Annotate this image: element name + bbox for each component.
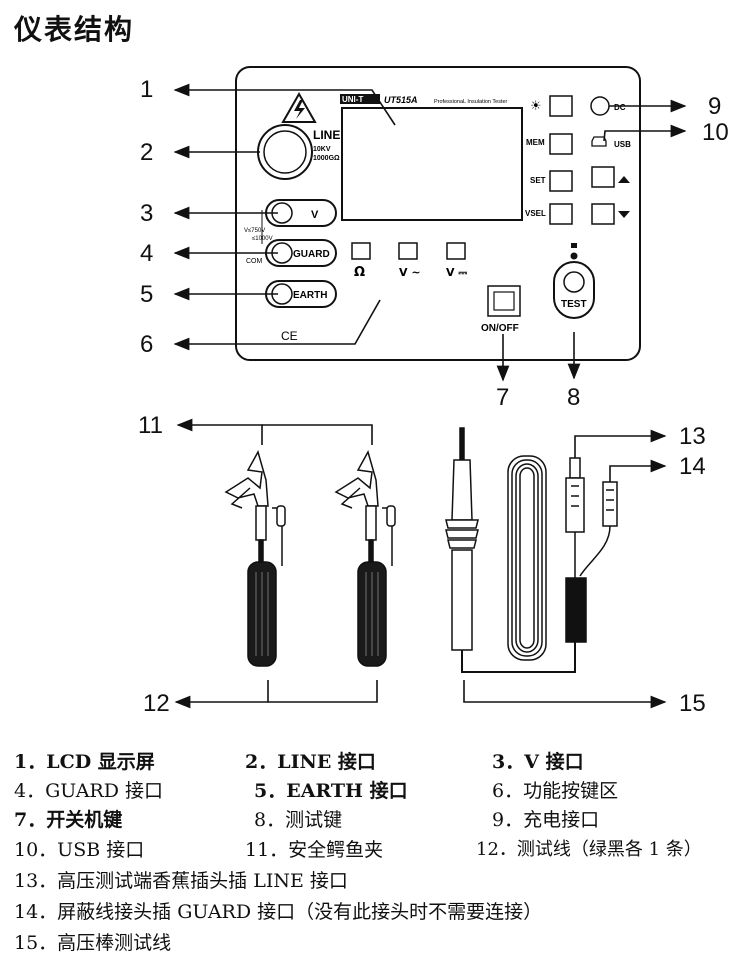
set-button [549, 170, 573, 192]
svg-text:ProfessionaL Insulation Tester: ProfessionaL Insulation Tester [434, 99, 508, 105]
legend-item-14: 14．屏蔽线接头插 GUARD 接口（没有此接头时不需要连接） [14, 901, 543, 923]
svg-text:V≤750V: V≤750V [244, 228, 265, 234]
svg-text:V: V [311, 209, 319, 221]
callout-10: 10 [702, 119, 729, 146]
dc-port [590, 96, 610, 116]
legend-item-5: 5．EARTH 接口 [254, 780, 408, 802]
alligator-clip-right [334, 450, 396, 667]
svg-text:USB: USB [614, 140, 631, 149]
callout-15: 15 [679, 690, 706, 717]
svg-text:TEST: TEST [561, 299, 587, 310]
callout-2: 2 [140, 139, 153, 166]
svg-text:1000GΩ: 1000GΩ [313, 155, 340, 162]
callout-1: 1 [140, 76, 153, 103]
vac-button [398, 242, 418, 260]
legend-item-6: 6．功能按键区 [492, 780, 619, 802]
alligator-clip-left [224, 450, 286, 667]
vsel-button [549, 203, 573, 225]
svg-text:UT515A: UT515A [384, 95, 418, 105]
legend-item-9: 9．充电接口 [492, 809, 600, 831]
callout-5: 5 [140, 281, 153, 308]
svg-text:V ~: V ~ [399, 266, 421, 279]
legend-item-1: 1．LCD 显示屏 [14, 751, 155, 773]
legend-item-4: 4．GUARD 接口 [14, 780, 163, 802]
legend-item-2: 2．LINE 接口 [245, 751, 376, 773]
mem-button [549, 133, 573, 155]
svg-text:V ⎓: V ⎓ [446, 266, 467, 279]
svg-text:VSEL: VSEL [525, 209, 546, 218]
callout-8: 8 [567, 384, 580, 411]
instrument-diagram: LINE 10KV 1000GΩ V V≤750V ≤1000V GUARD C… [138, 66, 729, 717]
callout-13: 13 [679, 423, 706, 450]
down-arrow-icon [618, 211, 630, 218]
test-lead-coil [507, 455, 547, 661]
callout-14: 14 [679, 453, 706, 480]
svg-text:DC: DC [614, 103, 626, 112]
legend-item-13: 13．高压测试端香蕉插头插 LINE 接口 [14, 870, 348, 892]
svg-text:10KV: 10KV [313, 146, 331, 153]
legend-item-12: 12．测试线（绿黑各 1 条） [476, 839, 702, 860]
callout-9: 9 [708, 93, 721, 120]
lcd-screen [341, 107, 523, 221]
warning-icon [281, 91, 317, 123]
ce-mark: CE [281, 329, 298, 343]
svg-text:MEM: MEM [526, 138, 545, 147]
legend-item-11: 11．安全鳄鱼夹 [245, 839, 384, 861]
page-title: 仪表结构 [14, 13, 135, 46]
svg-text:SET: SET [530, 176, 546, 185]
svg-text:UNI-T: UNI-T [342, 95, 363, 104]
vdc-button [446, 242, 466, 260]
callout-4: 4 [140, 240, 153, 267]
legend-item-3: 3．V 接口 [492, 751, 584, 773]
legend-item-7: 7．开关机键 [14, 809, 123, 831]
backlight-button [549, 95, 573, 117]
legend-item-10: 10．USB 接口 [14, 839, 145, 861]
svg-text:GUARD: GUARD [293, 249, 330, 260]
legend-item-8: 8．测试键 [254, 809, 343, 831]
line-jack [257, 124, 313, 180]
up-button [591, 166, 615, 188]
callout-11: 11 [138, 412, 163, 439]
svg-text:EARTH: EARTH [293, 290, 327, 301]
callout-7: 7 [496, 384, 509, 411]
line-label: LINE [313, 128, 340, 142]
callout-3: 3 [140, 200, 153, 227]
down-button [591, 203, 615, 225]
ohm-button [351, 242, 371, 260]
up-arrow-icon [618, 176, 630, 183]
callout-6: 6 [140, 331, 153, 358]
banana-plug-connectors [565, 457, 618, 643]
svg-text:ON/OFF: ON/OFF [481, 323, 519, 334]
svg-text:Ω: Ω [354, 265, 365, 280]
lcd-header [338, 93, 524, 103]
callout-12: 12 [143, 690, 170, 717]
hv-probe [445, 427, 576, 673]
svg-text:COM: COM [246, 258, 263, 265]
legend-item-15: 15．高压棒测试线 [14, 932, 172, 954]
svg-text:☀: ☀ [530, 99, 542, 114]
